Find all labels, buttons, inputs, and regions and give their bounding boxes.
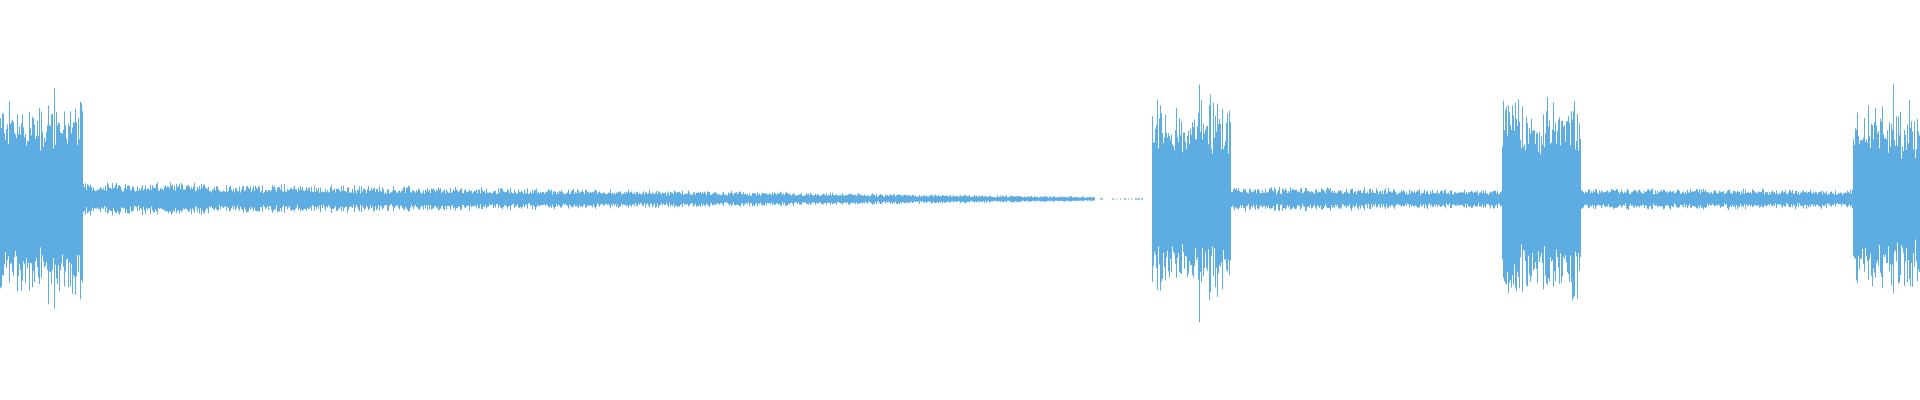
waveform-bars bbox=[0, 84, 1920, 323]
waveform-path bbox=[0, 84, 1920, 323]
